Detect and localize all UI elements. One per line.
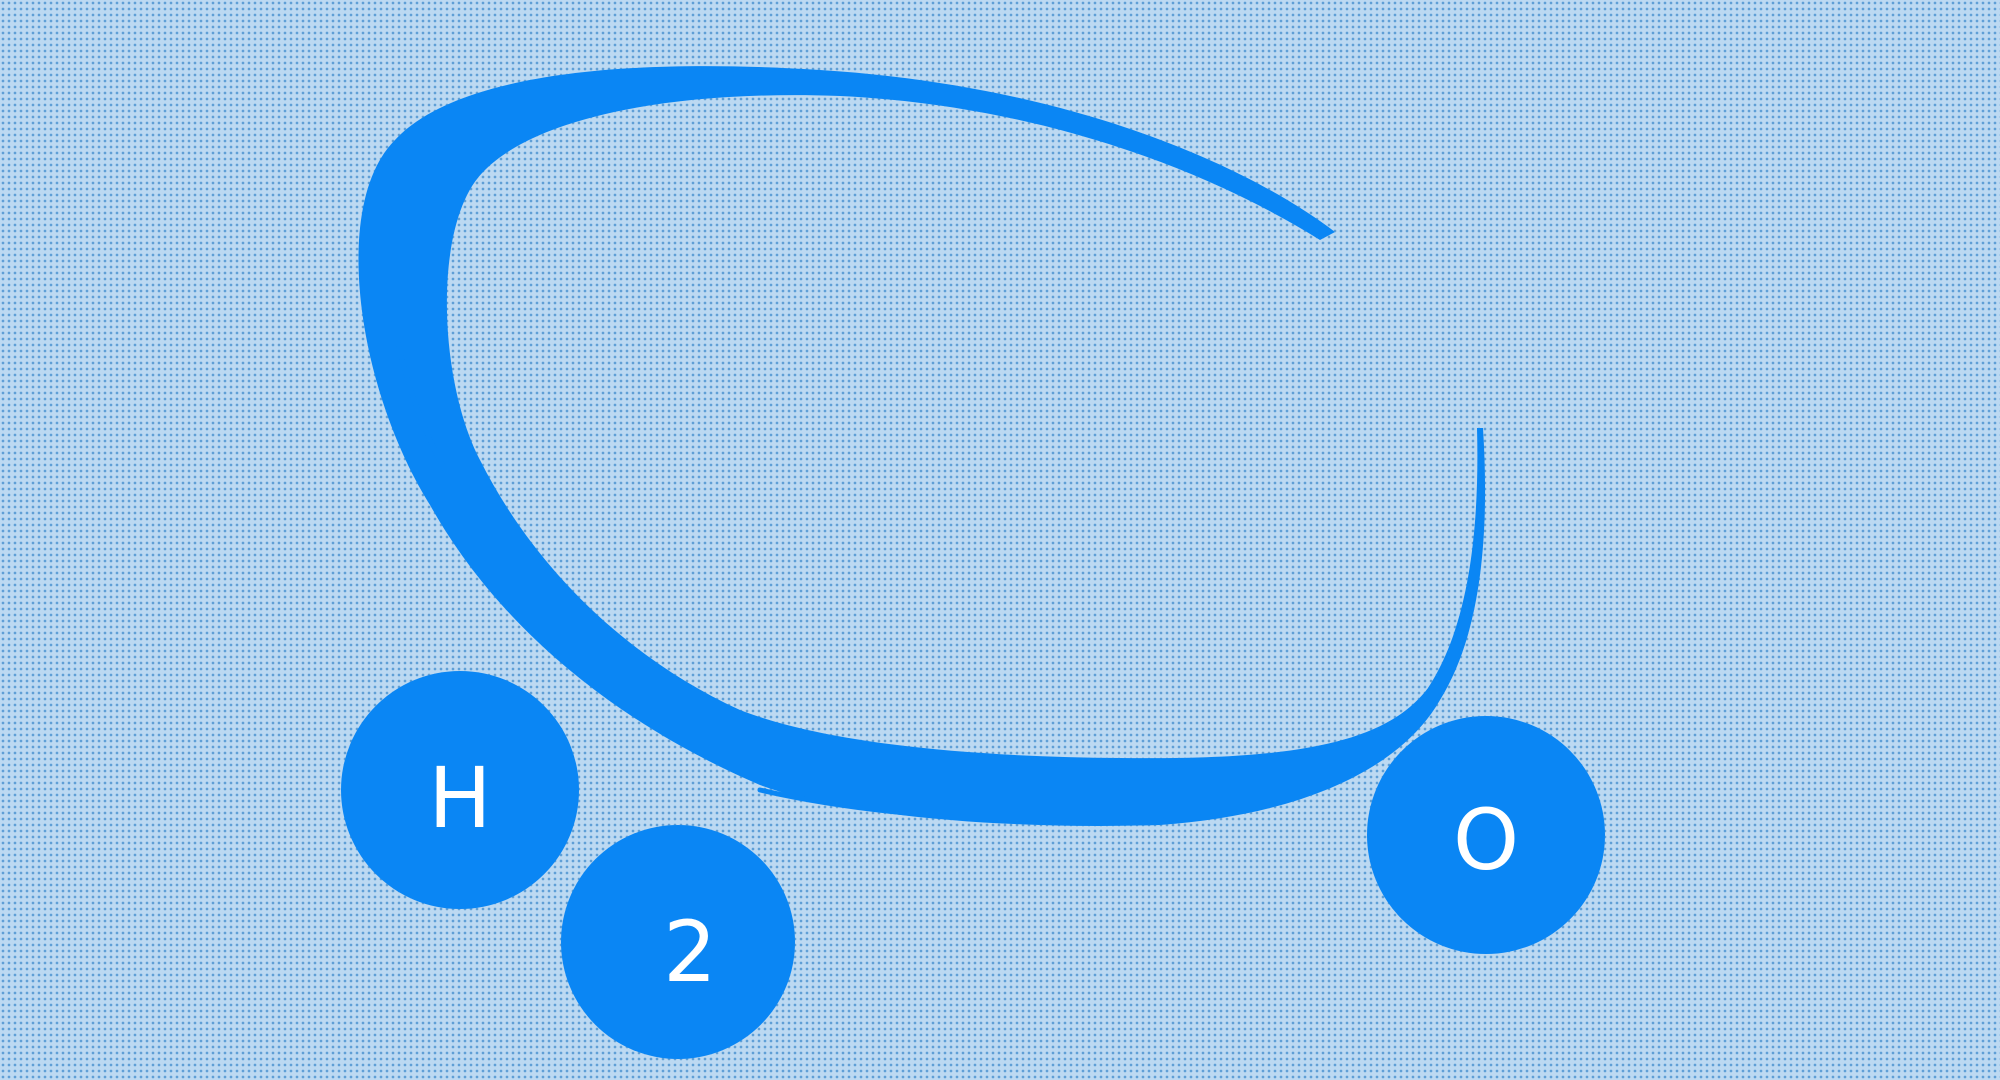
atom-subscript: 2 <box>561 825 795 1059</box>
atom-oxygen-circle <box>1367 716 1605 954</box>
bowl-brush-texture <box>384 147 1203 822</box>
atom-subscript-label: 2 <box>663 903 716 1001</box>
atom-oxygen-label: O <box>1453 791 1519 889</box>
atom-oxygen: O <box>1367 716 1605 954</box>
atom-subscript-circle <box>561 825 795 1059</box>
bowl-stroke-icon <box>358 66 1486 826</box>
atom-hydrogen-label: H <box>428 749 491 847</box>
atom-hydrogen: H <box>341 671 579 909</box>
atom-hydrogen-circle <box>341 671 579 909</box>
bowl-crescent <box>358 66 1486 826</box>
